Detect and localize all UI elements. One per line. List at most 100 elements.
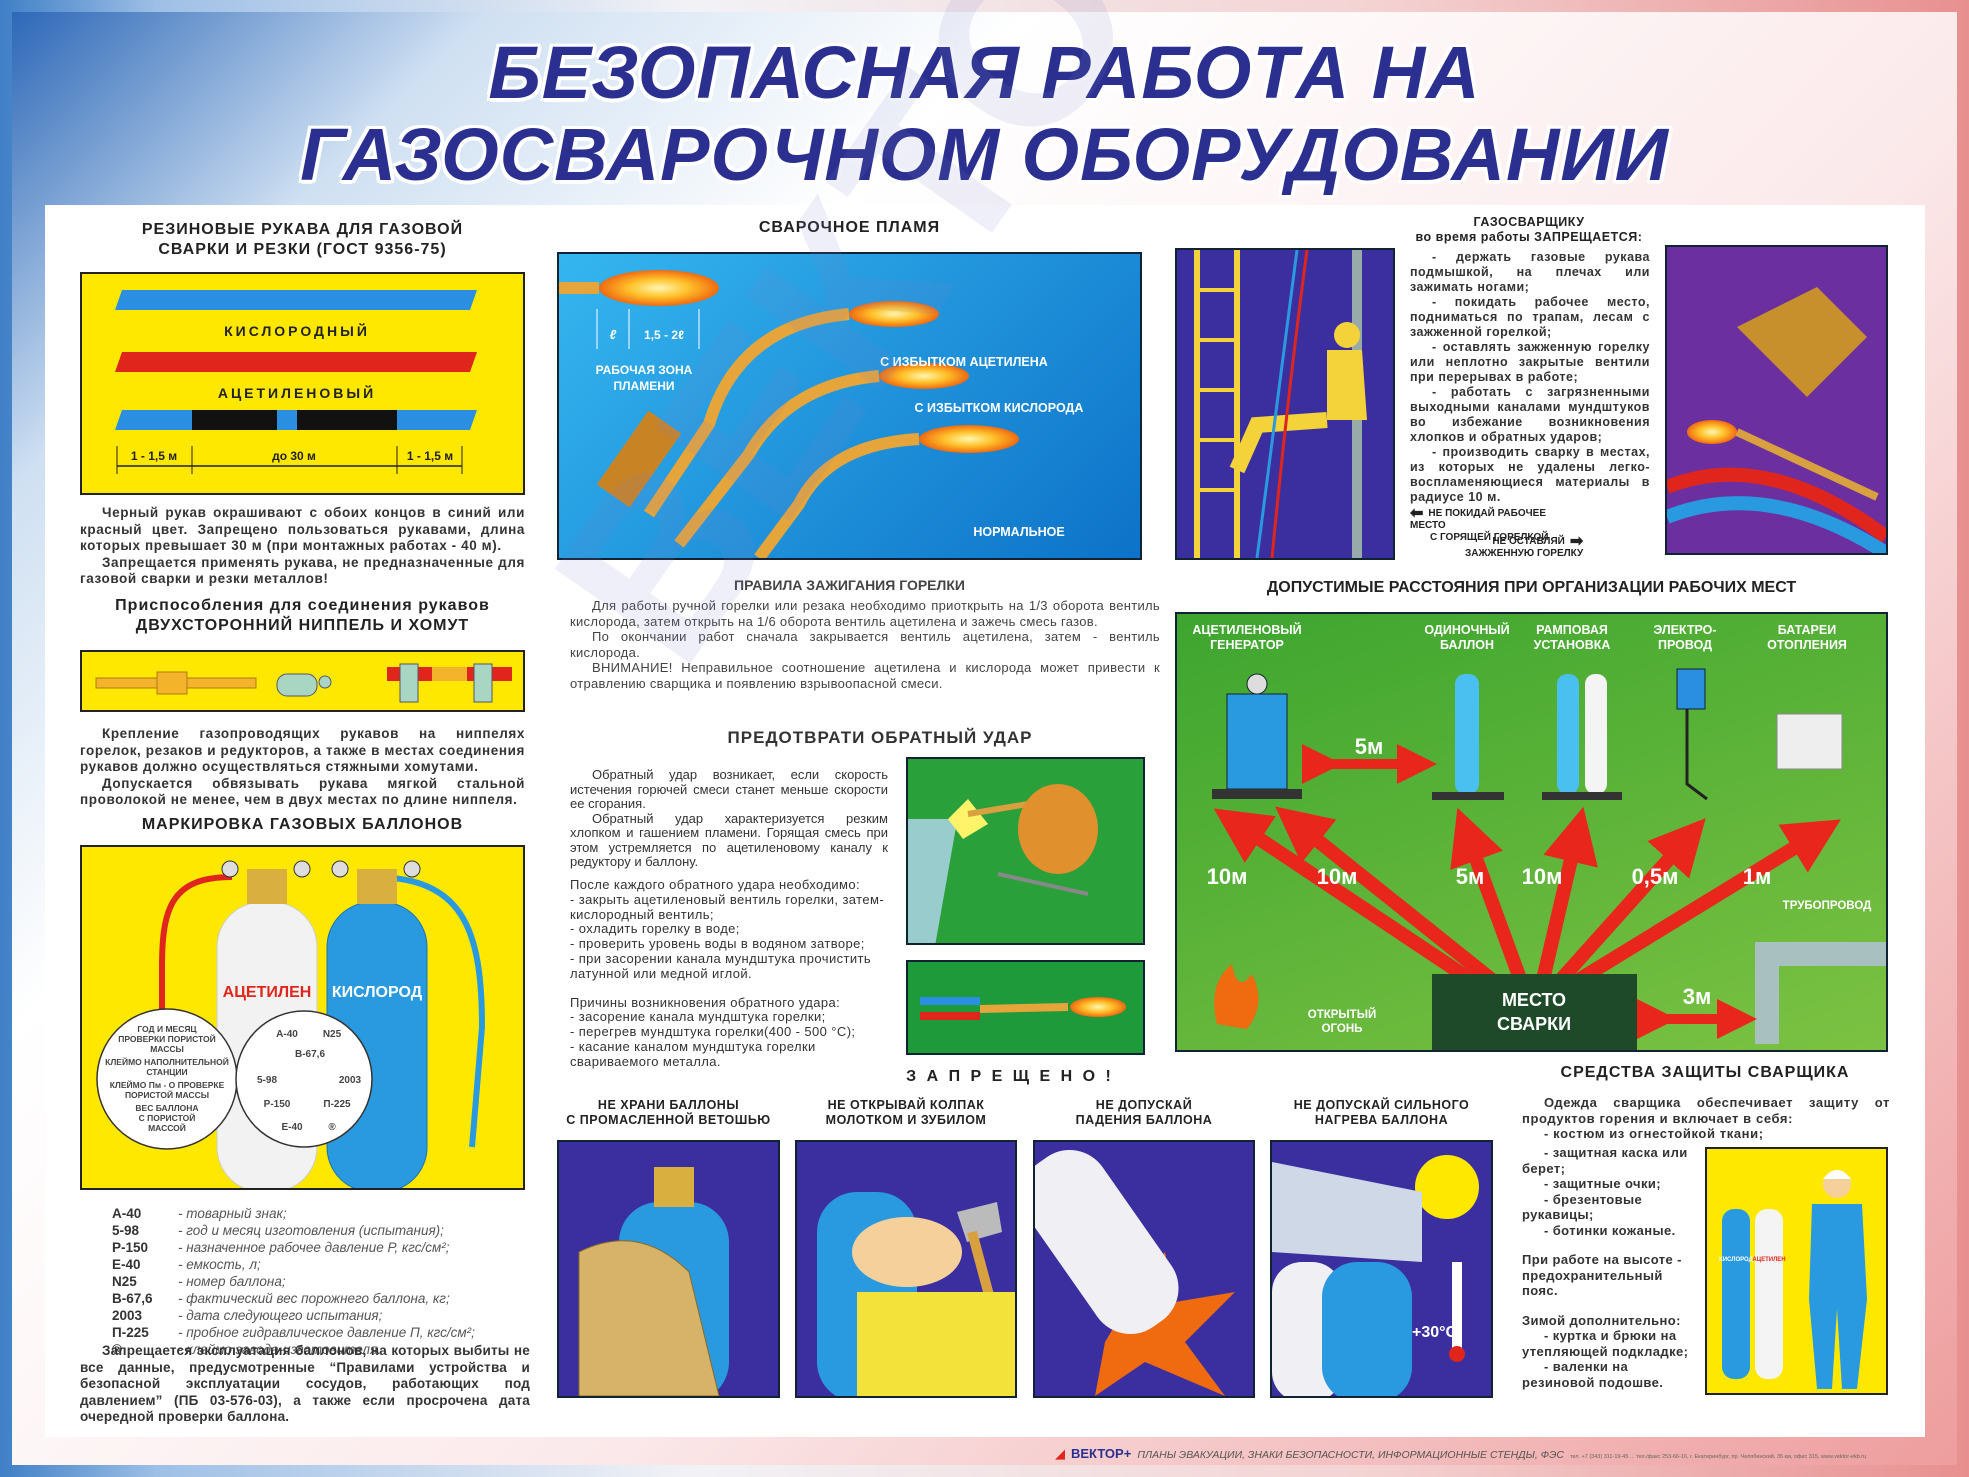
arrow-right-icon: ➡ (1569, 533, 1584, 550)
ppe-height-note: При работе на высоте - предохранительный… (1522, 1252, 1682, 1298)
legend-desc: - емкость, л; (178, 1257, 261, 1272)
welder-figure-icon (1229, 322, 1367, 474)
dim-left: 1 - 1,5 м (131, 449, 177, 463)
circle-text: 5-98 (257, 1075, 277, 1086)
legend-row: Р-150- назначенное рабочее давление Р, к… (112, 1239, 475, 1256)
clamp-icon (276, 673, 332, 697)
ppe-acetylene-label: АЦЕТИЛЕН (1752, 1257, 1785, 1263)
ignition-paragraph-2: По окончании работ сначала закрывается в… (570, 629, 1160, 660)
list-item: - охладить горелку в воде; (570, 921, 740, 937)
hoses-illustration: КИСЛОРОДНЫЙ АЦЕТИЛЕНОВЫЙ 1 - 1,5 м до 30… (80, 272, 525, 495)
circle-text: КЛЕЙМО Пм - О ПРОВЕРКЕ (110, 1079, 225, 1090)
ignition-text: Для работы ручной горелки или резака нео… (570, 598, 1160, 691)
arrow-left-icon: ⬅ (1410, 505, 1424, 522)
list-item: - засорение канала мундштука горелки; (570, 1009, 826, 1025)
distance-label: 3м (1683, 984, 1712, 1009)
prohibition-item: - покидать рабочее место, подниматься по… (1410, 295, 1650, 339)
marking-heading: МАРКИРОВКА ГАЗОВЫХ БАЛЛОНОВ (141, 816, 464, 833)
note-line: НЕ ПОКИДАЙ РАБОЧЕЕ МЕСТО (1410, 508, 1546, 531)
label-line: НЕ ДОПУСКАЙ (1095, 1098, 1193, 1112)
backfire-illustration (906, 757, 1145, 945)
welding-site-box (1432, 974, 1637, 1050)
backfire-paragraph-1: Обратный удар возникает, если скорость и… (570, 767, 888, 811)
flame-l-label: ℓ (610, 327, 617, 342)
flame-icon (1070, 997, 1126, 1017)
circle-text: П-225 (323, 1099, 351, 1110)
ppe-winter-heading: Зимой дополнительно: (1522, 1312, 1681, 1328)
ppe-heading: СРЕДСТВА ЗАЩИТЫ СВАРЩИКА (1560, 1064, 1850, 1081)
ppe-item: - защитная каска или берет; (1522, 1145, 1688, 1176)
single-cylinder-icon (1432, 674, 1504, 800)
distance-label: 5м (1355, 734, 1384, 759)
label-line: НЕ ДОПУСКАЙ СИЛЬНОГО (1293, 1098, 1470, 1112)
spark-icon (948, 799, 988, 839)
flame-icon (1687, 420, 1737, 444)
note-line: НЕ ОСТАВЛЯЙ (1492, 536, 1565, 547)
oxygen-hose (115, 290, 477, 310)
hoses-paragraph-2: Запрещается применять рукава, не предназ… (80, 554, 525, 587)
welder-in-suit-icon (1809, 1170, 1867, 1389)
note-line: ЗАЖЖЕННУЮ ГОРЕЛКУ (1465, 548, 1584, 559)
circle-text: С ПОРИСТОЙ (139, 1112, 196, 1123)
circle-text: МАССЫ (150, 1044, 184, 1054)
list-item: латунной или медной иглой. (570, 965, 753, 981)
backfire-paragraph-2: Обратный удар характеризуется резким хло… (570, 810, 888, 869)
oxygen-hose-label: КИСЛОРОДНЫЙ (224, 322, 370, 339)
prohibition-item: - работать с загрязненными выходными кан… (1410, 385, 1650, 444)
flame-excess-oxygen-icon (879, 363, 969, 389)
acetylene-cylinder-label: АЦЕТИЛЕН (223, 984, 312, 1001)
generator-icon (1212, 673, 1302, 799)
oxygen-cylinder-label: КИСЛОРОД (332, 984, 423, 1001)
marking-warning: Запрещается эксплуатация баллонов, на ко… (80, 1343, 530, 1426)
single-cylinder-label: БАЛЛОН (1440, 638, 1494, 652)
dim-mid: до 30 м (272, 449, 316, 463)
legend-desc: - назначенное рабочее давление Р, кгс/см… (178, 1240, 450, 1255)
legend-row: А-40- товарный знак; (112, 1205, 475, 1222)
legend-row: Е-40- емкость, л; (112, 1256, 475, 1273)
circle-text: КЛЕЙМО НАПОЛНИТЕЛЬНОЙ (105, 1056, 229, 1067)
list-item: - перегрев мундштука горелки(400 - 500 °… (570, 1024, 856, 1040)
hoses-paragraph-1: Черный рукав окрашивают с обоих концов в… (80, 505, 525, 553)
circle-text: ПРОВЕРКИ ПОРИСТОЙ (118, 1033, 216, 1044)
generator-label: ГЕНЕРАТОР (1210, 638, 1284, 652)
generator-label: АЦЕТИЛЕНОВЫЙ (1192, 622, 1301, 637)
legend-desc: - номер баллона; (178, 1274, 286, 1289)
note-line: С ГОРЯЩЕЙ ГОРЕЛКОЙ (1430, 532, 1549, 543)
electric-box-icon (1676, 668, 1708, 801)
list-item: свариваемого металла. (570, 1053, 721, 1069)
footer: ◢ ВЕКТОР+ ПЛАНЫ ЭВАКУАЦИИ, ЗНАКИ БЕЗОПАС… (1055, 1446, 1866, 1462)
legend-desc: - пробное гидравлическое давление П, кгс… (178, 1325, 475, 1340)
backfire-after-list: После каждого обратного удара необходимо… (570, 877, 900, 1070)
circle-text: ГОД И МЕСЯЦ (137, 1024, 197, 1034)
footer-tagline: ПЛАНЫ ЭВАКУАЦИИ, ЗНАКИ БЕЗОПАСНОСТИ, ИНФ… (1137, 1449, 1564, 1461)
ramp-label: УСТАНОВКА (1534, 638, 1611, 652)
radiator-label: БАТАРЕИ (1778, 623, 1836, 637)
flame-excess-acetylene-icon (849, 301, 939, 327)
legend-code: N25 (112, 1274, 137, 1289)
legend-code: В-67,6 (112, 1291, 153, 1306)
list-item: кислородный вентиль; (570, 906, 714, 922)
fittings-text: Крепление газопроводящих рукавов на нипп… (80, 726, 525, 809)
hoses-text: Черный рукав окрашивают с обоих концов в… (80, 505, 525, 588)
brand-logo-icon: ◢ (1055, 1446, 1065, 1461)
ppe-item: - защитные очки; (1544, 1176, 1661, 1191)
right-marking-circle (235, 1010, 373, 1148)
circle-text: В-67,6 (295, 1049, 325, 1060)
prohibition-item: - держать газовые рукава подмышкой, на п… (1410, 250, 1650, 294)
cylinder-marking-illustration: АЦЕТИЛЕН КИСЛОРОД ГОД И МЕСЯЦ ПРОВЕРКИ П… (80, 845, 525, 1190)
legend-row: N25 - номер баллона; (112, 1273, 475, 1290)
oily-rag-illustration (557, 1140, 780, 1398)
ignition-paragraph-3: ВНИМАНИЕ! Неправильное соотношение ацети… (570, 660, 1160, 691)
ppe-item: - костюм из огнестойкой ткани; (1544, 1126, 1764, 1141)
legend-desc: - товарный знак; (178, 1206, 287, 1221)
welder-prohibitions: - держать газовые рукава подмышкой, на п… (1410, 250, 1650, 505)
welding-site-label: СВАРКИ (1497, 1014, 1571, 1034)
ignition-paragraph-1: Для работы ручной горелки или резака нео… (570, 598, 1160, 629)
pipeline-icon (1755, 942, 1886, 1044)
label-line: МОЛОТКОМ И ЗУБИЛОМ (825, 1113, 987, 1127)
